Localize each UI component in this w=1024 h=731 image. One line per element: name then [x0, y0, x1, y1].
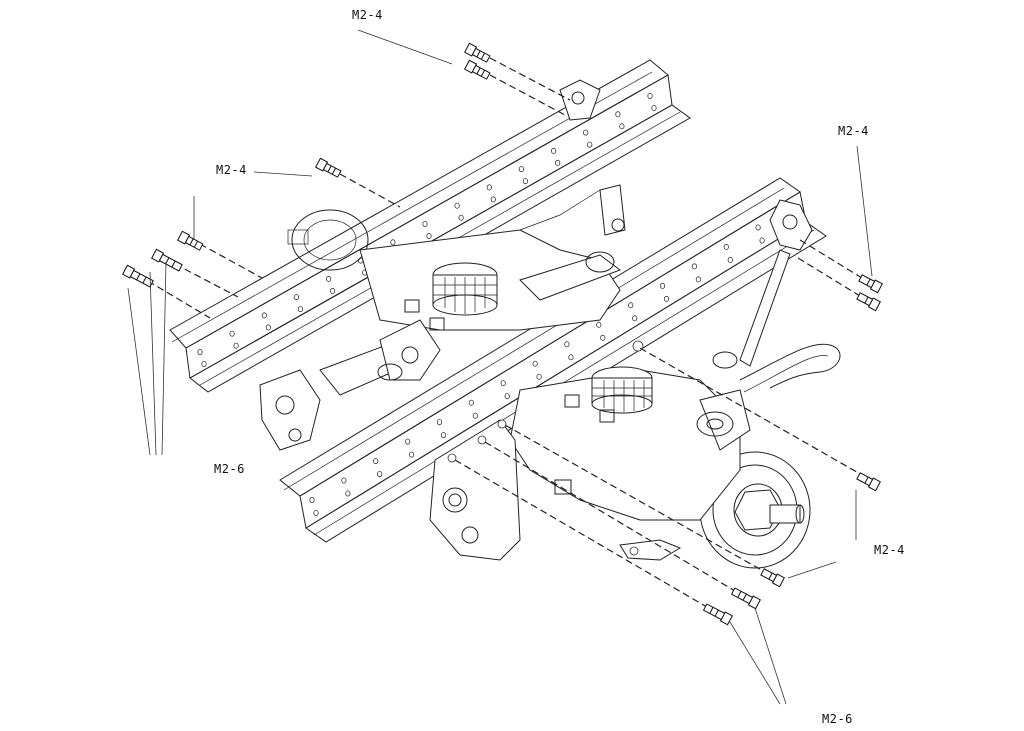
leader-lines	[127, 29, 873, 705]
rear-axle-assembly	[259, 79, 626, 451]
rail-hole	[404, 438, 411, 445]
rail-hole	[504, 393, 510, 400]
rail-hole	[261, 312, 267, 319]
rail-hole	[197, 348, 203, 355]
rail-hole	[472, 412, 478, 419]
rail-hole	[408, 451, 415, 458]
rail-hole	[522, 178, 529, 185]
bolt	[151, 248, 183, 272]
lower-frame-rail	[279, 177, 827, 543]
rail-hole	[564, 341, 570, 348]
callout-bottom-right: M2-6	[822, 712, 853, 726]
bolt	[177, 230, 204, 251]
rail-hole	[587, 141, 593, 148]
rail-hole	[458, 214, 464, 221]
rail-hole	[373, 458, 379, 465]
rail-hole	[341, 477, 347, 484]
bolt	[315, 157, 342, 178]
bolt	[760, 568, 785, 588]
rail-hole	[377, 471, 383, 478]
rail-hole	[536, 373, 542, 380]
rail-hole	[436, 419, 443, 426]
rail-hole	[440, 432, 447, 439]
rail-hole	[755, 224, 761, 231]
front-air-spring	[591, 366, 653, 414]
rail-hole	[297, 306, 303, 313]
bolt	[858, 274, 883, 294]
rail-hole	[490, 196, 496, 203]
rail-hole	[390, 239, 396, 246]
rail-hole	[647, 93, 653, 100]
rail-hole	[293, 294, 299, 301]
rail-hole	[500, 380, 506, 387]
rail-hole	[600, 334, 606, 341]
rail-hole	[568, 354, 574, 361]
bolt	[702, 603, 733, 626]
bolt	[122, 264, 154, 288]
bolt	[464, 42, 491, 63]
bolt	[856, 292, 881, 312]
rail-hole	[518, 166, 525, 173]
rail-hole	[550, 147, 557, 154]
rail-hole	[695, 276, 702, 283]
rail-hole	[422, 220, 428, 227]
rail-hole	[532, 360, 538, 367]
bolt	[730, 587, 761, 610]
rail-hole	[619, 123, 625, 130]
bolt	[856, 472, 881, 492]
rail-hole	[233, 342, 239, 349]
rail-hole	[632, 315, 638, 322]
rail-hole	[691, 263, 698, 270]
rail-hole	[265, 324, 271, 331]
rail-hole	[309, 496, 315, 503]
rail-hole	[325, 275, 332, 282]
rail-hole	[554, 159, 561, 166]
front-axle-assembly	[429, 199, 841, 569]
rail-hole	[468, 399, 474, 406]
rail-hole	[426, 232, 432, 239]
rail-hole	[651, 105, 657, 112]
callout-upper-left: M2-4	[216, 163, 247, 177]
rail-hole	[628, 302, 634, 309]
rail-hole	[454, 202, 460, 209]
rail-hole	[663, 295, 670, 302]
rail-hole	[659, 282, 666, 289]
rail-hole	[596, 321, 602, 328]
rail-hole	[615, 111, 621, 118]
callout-left-bottom: M2-6	[214, 462, 245, 476]
callout-upper-right: M2-4	[838, 124, 869, 138]
rail-hole	[345, 490, 351, 497]
bolt	[464, 59, 491, 80]
lower-rail-holes	[309, 204, 797, 516]
rail-hole	[723, 243, 729, 250]
callout-right-middle: M2-4	[874, 543, 905, 557]
rear-air-spring	[432, 262, 498, 316]
rail-hole	[486, 184, 492, 191]
rail-hole	[229, 330, 235, 337]
rail-hole	[759, 237, 765, 244]
rail-hole	[329, 287, 336, 294]
bolt-insertion-paths	[147, 57, 863, 611]
callout-top: M2-4	[352, 8, 383, 22]
rail-hole	[727, 256, 733, 263]
rail-hole	[583, 129, 589, 136]
rail-hole	[201, 360, 207, 367]
rail-hole	[313, 509, 319, 516]
